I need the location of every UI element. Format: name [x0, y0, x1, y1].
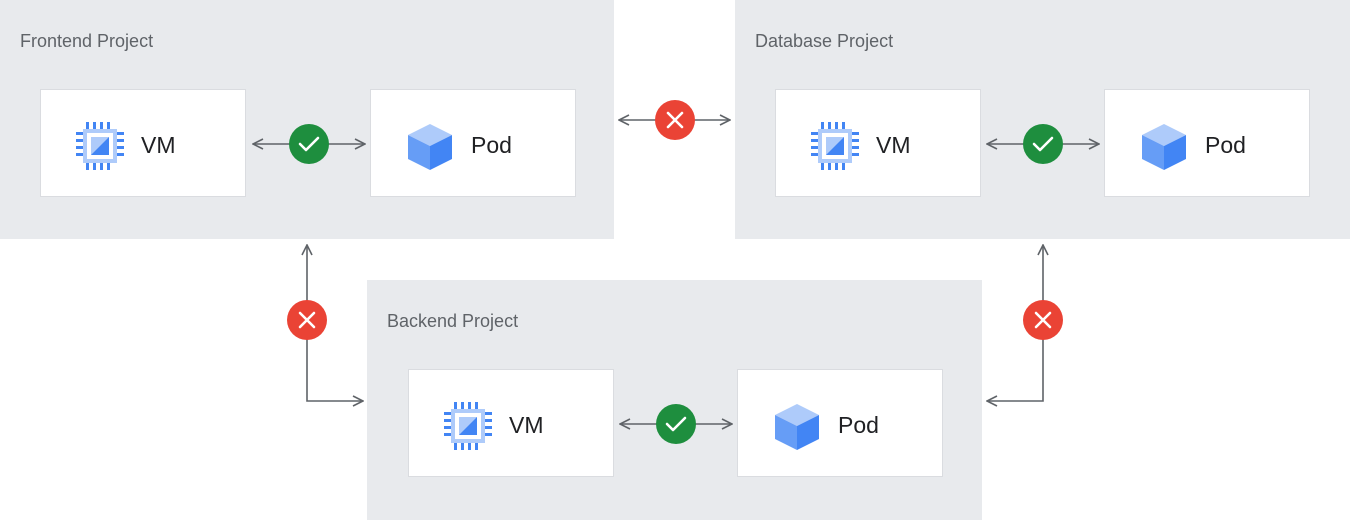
frontend-pod-label: Pod — [471, 132, 512, 158]
frontend-backend-link-line — [307, 245, 363, 401]
cross-circle-icon — [655, 100, 695, 140]
pod-cube-icon — [1142, 124, 1186, 170]
database-project: Database Project VM Pod — [735, 0, 1350, 239]
pod-cube-icon — [408, 124, 452, 170]
database-vm-node[interactable]: VM — [775, 89, 981, 197]
check-circle-icon — [656, 404, 696, 444]
check-circle-icon — [289, 124, 329, 164]
cross-circle-icon — [1023, 300, 1063, 340]
vm-chip-icon — [444, 402, 492, 450]
frontend-vm-node[interactable]: VM — [40, 89, 246, 197]
vm-chip-icon — [76, 122, 124, 170]
database-pod-node[interactable]: Pod — [1104, 89, 1310, 197]
database-pod-label: Pod — [1205, 132, 1246, 158]
frontend-pod-node[interactable]: Pod — [370, 89, 576, 197]
check-circle-icon — [1023, 124, 1063, 164]
database-project-title: Database Project — [755, 31, 894, 51]
backend-pod-label: Pod — [838, 412, 879, 438]
backend-vm-label: VM — [509, 412, 544, 438]
database-vm-label: VM — [876, 132, 911, 158]
backend-pod-node[interactable]: Pod — [737, 369, 943, 477]
backend-vm-node[interactable]: VM — [408, 369, 614, 477]
pod-cube-icon — [775, 404, 819, 450]
frontend-vm-label: VM — [141, 132, 176, 158]
backend-database-link-line — [987, 245, 1043, 401]
frontend-project-title: Frontend Project — [20, 31, 154, 51]
cross-circle-icon — [287, 300, 327, 340]
vm-chip-icon — [811, 122, 859, 170]
backend-project-title: Backend Project — [387, 311, 519, 331]
backend-project: Backend Project VM Pod — [367, 280, 982, 520]
frontend-project: Frontend Project VM Pod — [0, 0, 614, 239]
